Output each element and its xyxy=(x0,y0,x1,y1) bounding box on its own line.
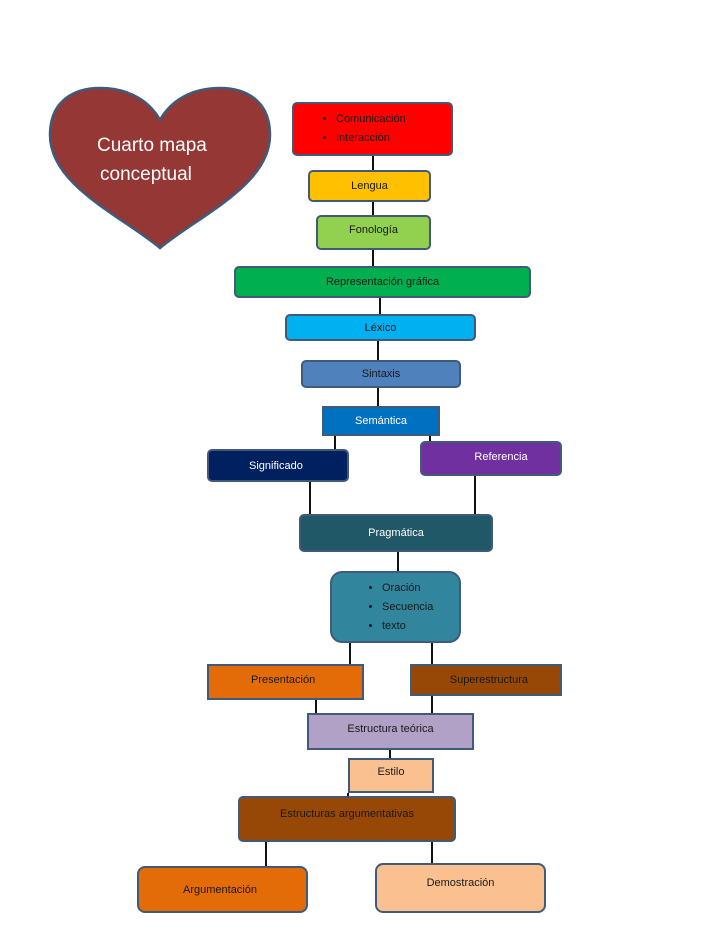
node-presentacion: Presentación xyxy=(207,664,364,700)
node-estructura-teorica-label: Estructura teórica xyxy=(347,723,434,735)
node-fonologia: Fonología xyxy=(316,215,431,250)
node-sintaxis: Sintaxis xyxy=(301,360,461,388)
node-superestructura: Superestructura xyxy=(410,664,562,696)
node-semantica-label: Semántica xyxy=(355,415,407,427)
node-comunicacion-list: Comunicación Interacción xyxy=(318,110,406,148)
node-argumentacion-label: Argumentación xyxy=(183,883,257,896)
node-presentacion-label: Presentación xyxy=(251,674,316,686)
node-oracion-item: Oración xyxy=(382,579,433,598)
node-estilo-label: Estilo xyxy=(377,766,405,778)
node-estructuras-argumentativas: Estructuras argumentativas xyxy=(238,796,456,842)
node-semantica: Semántica xyxy=(322,406,440,436)
node-comunicacion: Comunicación Interacción xyxy=(292,102,453,156)
map-title-line-2: conceptual xyxy=(100,164,192,185)
node-oracion-item: texto xyxy=(382,617,433,636)
node-lexico-label: Léxico xyxy=(364,321,397,334)
node-comunicacion-item: Comunicación xyxy=(336,110,406,129)
heart-shape xyxy=(48,86,272,250)
node-significado-label: Significado xyxy=(249,459,303,472)
node-referencia-label: Referencia xyxy=(474,451,528,463)
node-lengua-label: Lengua xyxy=(351,180,388,192)
map-title-line-1: Cuarto mapa xyxy=(97,135,207,156)
node-demostracion: Demostración xyxy=(375,863,546,913)
node-demostracion-label: Demostración xyxy=(426,877,495,889)
node-oracion-item: Secuencia xyxy=(382,598,433,617)
node-sintaxis-label: Sintaxis xyxy=(361,368,401,380)
node-estilo: Estilo xyxy=(348,758,434,793)
node-lengua: Lengua xyxy=(308,170,431,202)
node-referencia: Referencia xyxy=(420,441,562,476)
node-significado: Significado xyxy=(207,449,349,482)
node-pragmatica: Pragmática xyxy=(299,514,493,552)
node-oracion-list: Oración Secuencia texto xyxy=(364,579,433,636)
node-lexico: Léxico xyxy=(285,314,476,341)
node-fonologia-label: Fonología xyxy=(349,224,398,236)
node-argumentacion: Argumentación xyxy=(137,866,308,913)
map-title: Cuarto mapa conceptual xyxy=(97,131,257,189)
node-comunicacion-item: Interacción xyxy=(336,129,406,148)
node-pragmatica-label: Pragmática xyxy=(368,527,424,539)
node-estructura-teorica: Estructura teórica xyxy=(307,713,474,750)
node-estructuras-argumentativas-label: Estructuras argumentativas xyxy=(280,808,414,820)
node-superestructura-label: Superestructura xyxy=(449,674,528,686)
node-representacion-label: Representación gráfica xyxy=(325,276,440,288)
node-oracion: Oración Secuencia texto xyxy=(330,571,461,643)
node-representacion: Representación gráfica xyxy=(234,266,531,298)
